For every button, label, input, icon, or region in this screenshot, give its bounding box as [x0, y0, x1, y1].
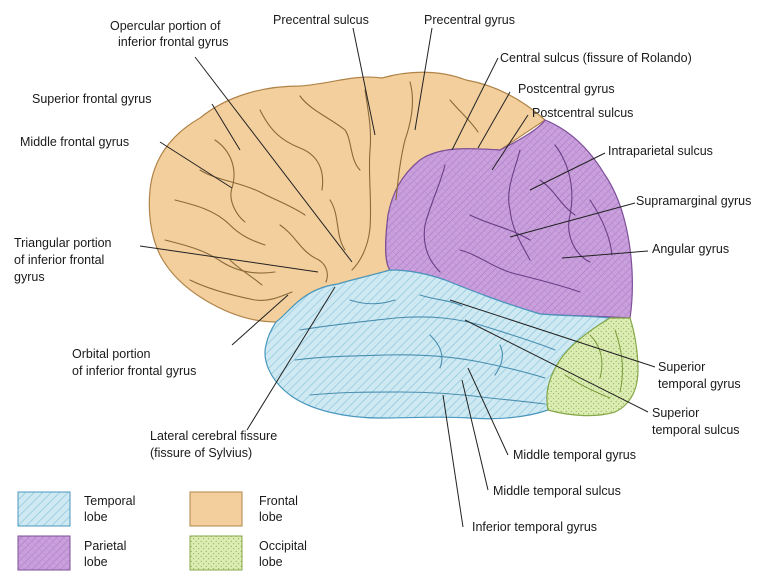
- legend-swatch-temporal: [18, 492, 70, 526]
- label-postcentral-sulcus: Postcentral sulcus: [532, 106, 633, 120]
- legend-label-temporal: Temporal lobe: [84, 494, 139, 524]
- label-orbital-portion: Orbital portion of inferior frontal gyru…: [72, 347, 196, 378]
- legend-label-occipital: Occipital lobe: [259, 539, 310, 569]
- legend-swatch-occipital: [190, 536, 242, 570]
- label-lateral-fissure: Lateral cerebral fissure (fissure of Syl…: [150, 429, 281, 460]
- label-precentral-gyrus: Precentral gyrus: [424, 13, 515, 27]
- label-middle-temporal-gyrus: Middle temporal gyrus: [513, 448, 636, 462]
- label-intraparietal-sulcus: Intraparietal sulcus: [608, 144, 713, 158]
- label-superior-temporal-gyrus: Superior temporal gyrus: [658, 360, 741, 391]
- legend-swatch-frontal: [190, 492, 242, 526]
- label-middle-temporal-sulcus: Middle temporal sulcus: [493, 484, 621, 498]
- label-supramarginal-gyrus: Supramarginal gyrus: [636, 194, 751, 208]
- legend-swatch-parietal: [18, 536, 70, 570]
- label-triangular-portion: Triangular portion of inferior frontal g…: [14, 236, 115, 284]
- label-superior-temporal-sulcus: Superior temporal sulcus: [652, 406, 740, 437]
- label-middle-frontal-gyrus: Middle frontal gyrus: [20, 135, 129, 149]
- label-central-sulcus: Central sulcus (fissure of Rolando): [500, 51, 692, 65]
- label-postcentral-gyrus: Postcentral gyrus: [518, 82, 615, 96]
- label-precentral-sulcus: Precentral sulcus: [273, 13, 369, 27]
- label-superior-frontal-gyrus: Superior frontal gyrus: [32, 92, 152, 106]
- label-opercular: Opercular portion of inferior frontal gy…: [110, 19, 228, 49]
- legend-label-frontal: Frontal lobe: [259, 494, 301, 524]
- label-angular-gyrus: Angular gyrus: [652, 242, 729, 256]
- legend: Temporal lobe Frontal lobe Parietal lobe…: [18, 492, 310, 570]
- label-inferior-temporal-gyrus: Inferior temporal gyrus: [472, 520, 597, 534]
- legend-label-parietal: Parietal lobe: [84, 539, 130, 569]
